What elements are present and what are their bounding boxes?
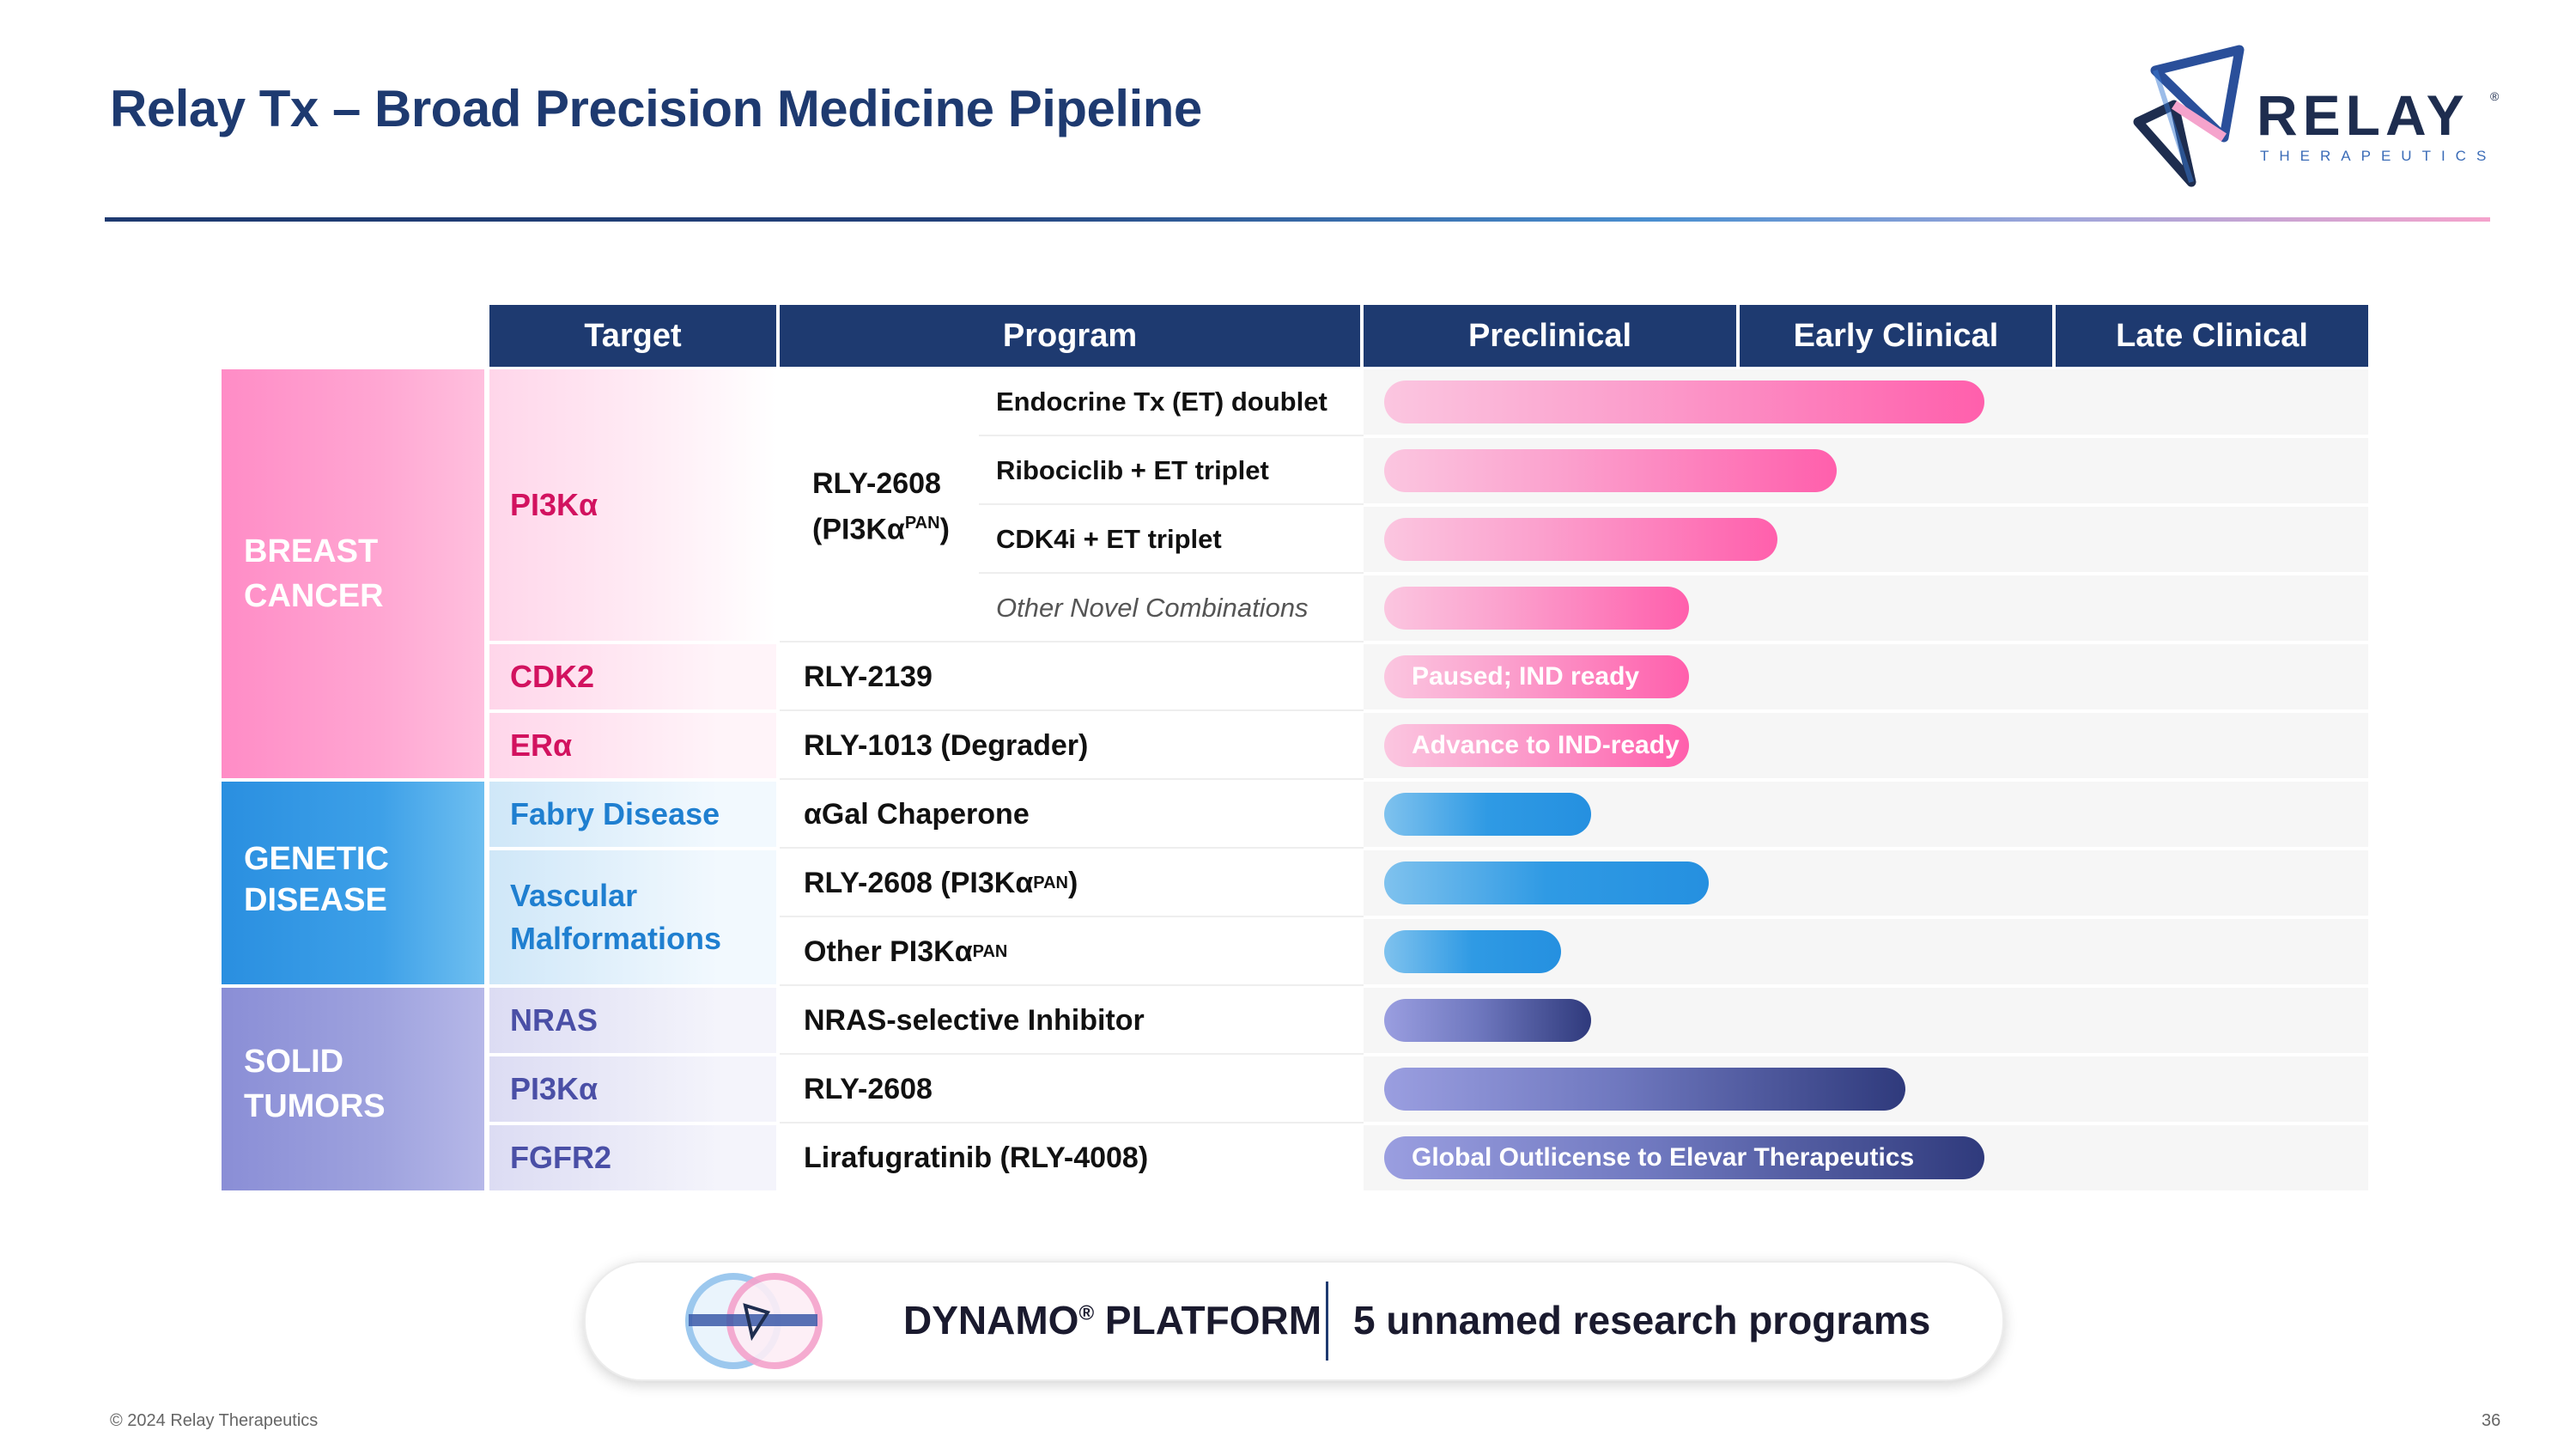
target-fgfr2: FGFR2 <box>489 1125 776 1190</box>
category-label: GENETIC <box>244 841 389 877</box>
target-label: Vascular <box>510 878 638 913</box>
category-genetic-disease: GENETIC DISEASE <box>222 782 484 984</box>
program-rly2139: RLY-2139 <box>804 660 933 693</box>
dynamo-platform-banner: DYNAMO® PLATFORM 5 unnamed research prog… <box>584 1261 2004 1381</box>
target-label: Malformations <box>510 921 722 956</box>
target-fabry: Fabry Disease <box>489 782 776 847</box>
dynamo-platform-label: DYNAMO® PLATFORM <box>903 1297 1321 1343</box>
logo-subtitle: THERAPEUTICS <box>2260 148 2497 164</box>
header-early-clinical: Early Clinical <box>1740 305 2052 367</box>
program-rly2608-breast: RLY-2608 (PI3KαPAN) <box>812 464 950 549</box>
target-vascular-malformations: Vascular Malformations <box>489 850 776 984</box>
target-era: ERα <box>489 713 776 778</box>
dynamo-text: DYNAMO <box>903 1298 1079 1342</box>
dynamo-research-programs: 5 unnamed research programs <box>1353 1298 1931 1342</box>
dynamo-rings-icon <box>685 1273 823 1369</box>
progress-bar-cdk4i <box>1384 518 1777 561</box>
category-breast-cancer: BREAST CANCER <box>222 369 484 778</box>
progress-bar-rly2608-solid <box>1384 1068 1905 1111</box>
program-name: (PI3Kα <box>812 513 905 546</box>
header-target: Target <box>489 305 776 367</box>
row-divider <box>780 847 1364 849</box>
program-superscript: PAN <box>1033 873 1068 892</box>
target-nras: NRAS <box>489 988 776 1053</box>
program-superscript: PAN <box>904 514 940 533</box>
progress-bar-agal <box>1384 793 1591 836</box>
target-pi3ka-solid: PI3Kα <box>489 1056 776 1122</box>
row-divider <box>780 709 1364 711</box>
relay-logo-mark-icon <box>2133 45 2245 187</box>
target-cdk2: CDK2 <box>489 644 776 709</box>
category-label: BREAST <box>244 533 379 569</box>
footer-copyright: © 2024 Relay Therapeutics <box>110 1411 319 1430</box>
title-divider <box>105 217 2490 222</box>
progress-bar-rly2139: Paused; IND ready <box>1384 655 1689 698</box>
header-late-clinical: Late Clinical <box>2056 305 2368 367</box>
progress-bar-other-pi3ka <box>1384 930 1561 973</box>
program-sub-et-doublet: Endocrine Tx (ET) doublet <box>996 387 1327 417</box>
category-solid-tumors: SOLID TUMORS <box>222 988 484 1190</box>
category-label: SOLID <box>244 1044 344 1080</box>
category-label: CANCER <box>244 578 384 614</box>
header-program: Program <box>780 305 1360 367</box>
progress-bar-rly1013: Advance to IND-ready <box>1384 724 1689 767</box>
progress-bar-ribociclib <box>1384 449 1837 492</box>
program-lirafugratinib: Lirafugratinib (RLY-4008) <box>804 1141 1149 1174</box>
header-preclinical: Preclinical <box>1364 305 1736 367</box>
row-divider <box>979 435 1364 436</box>
program-nras-inhibitor: NRAS-selective Inhibitor <box>804 1003 1145 1037</box>
progress-bar-rly2608-vascular <box>1384 861 1709 904</box>
progress-bar-lirafugratinib: Global Outlicense to Elevar Therapeutics <box>1384 1136 1984 1179</box>
progress-bar-other-combinations <box>1384 587 1689 630</box>
progress-bar-et-doublet <box>1384 381 1984 423</box>
row-divider <box>780 1053 1364 1055</box>
program-name: ) <box>1067 866 1078 899</box>
dynamo-text: PLATFORM <box>1094 1298 1322 1342</box>
program-agal-chaperone: αGal Chaperone <box>804 797 1030 831</box>
target-pi3ka-breast: PI3Kα <box>489 369 776 641</box>
page-title: Relay Tx – Broad Precision Medicine Pipe… <box>110 80 1202 137</box>
footer-page-number: 36 <box>2482 1411 2501 1430</box>
program-rly1013: RLY-1013 (Degrader) <box>804 728 1089 762</box>
row-divider <box>979 503 1364 505</box>
program-rly2608-solid: RLY-2608 <box>804 1072 933 1105</box>
progress-bar-nras <box>1384 999 1591 1042</box>
logo-wordmark: RELAY <box>2257 83 2470 147</box>
category-label: TUMORS <box>244 1088 386 1124</box>
program-sub-cdk4i: CDK4i + ET triplet <box>996 524 1222 554</box>
row-divider <box>780 778 1364 780</box>
row-divider <box>979 572 1364 574</box>
relay-logo: RELAY ® THERAPEUTICS <box>2129 45 2507 199</box>
row-divider <box>780 984 1364 986</box>
row-divider <box>780 641 1364 642</box>
program-superscript: PAN <box>972 941 1008 961</box>
program-name: Other PI3Kα <box>804 935 973 968</box>
program-name: RLY-2608 (PI3Kα <box>804 866 1034 899</box>
category-label: DISEASE <box>244 882 387 918</box>
dynamo-reg-mark: ® <box>1078 1301 1095 1325</box>
row-divider <box>780 916 1364 917</box>
program-name: RLY-2608 <box>812 467 941 500</box>
dynamo-divider <box>1326 1282 1328 1361</box>
row-divider <box>780 1122 1364 1123</box>
program-name: ) <box>939 513 950 546</box>
program-sub-other-combinations: Other Novel Combinations <box>996 593 1309 623</box>
program-sub-ribociclib: Ribociclib + ET triplet <box>996 455 1269 485</box>
logo-registered-mark: ® <box>2490 89 2500 103</box>
